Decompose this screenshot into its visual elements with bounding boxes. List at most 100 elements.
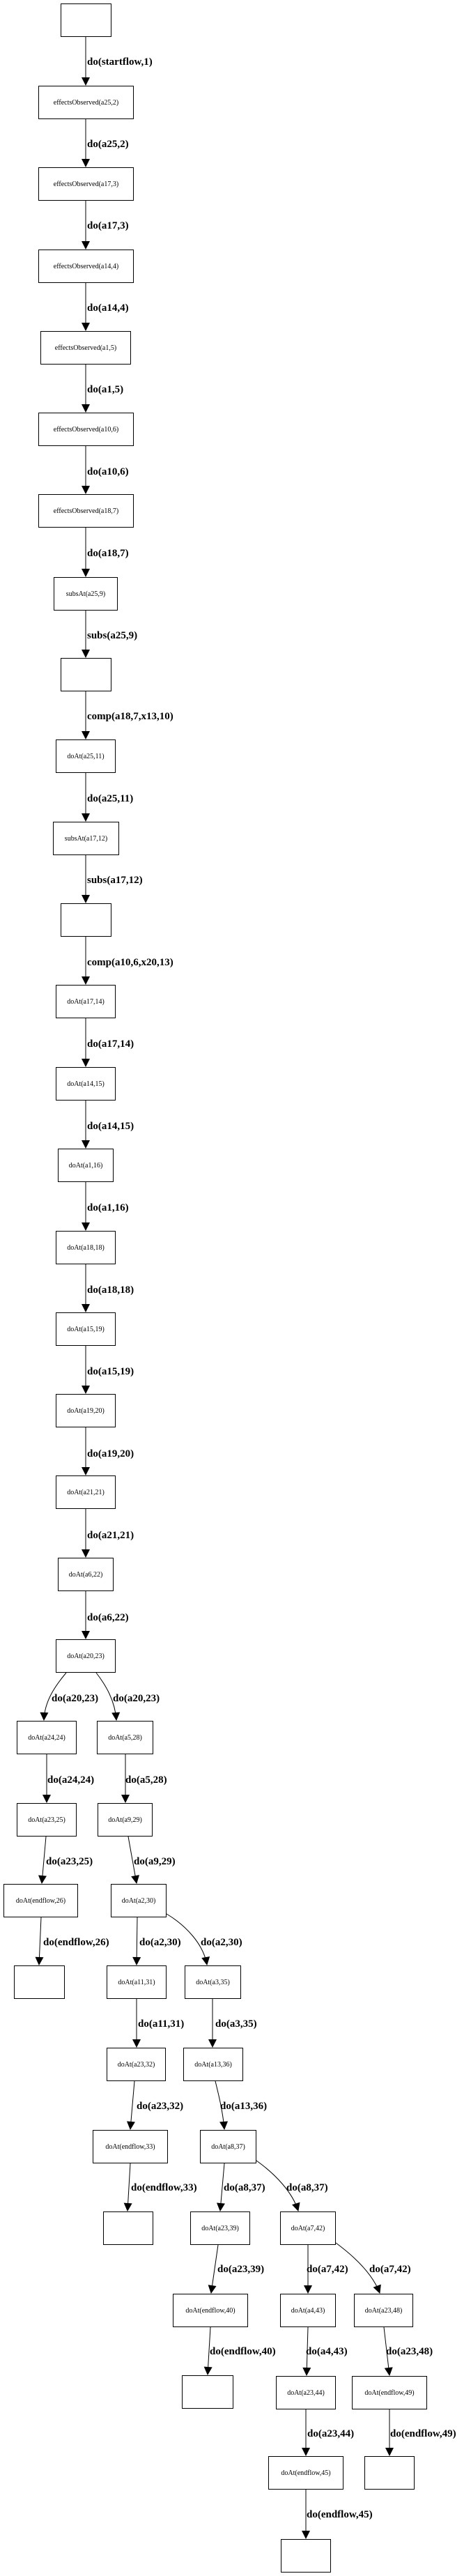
edge-label: do(a15,19) bbox=[87, 1366, 134, 1377]
state-node: subsAt(a17,12) bbox=[53, 822, 119, 855]
edge-label: do(startflow,1) bbox=[87, 56, 153, 68]
state-node: doAt(a7,42) bbox=[280, 2211, 336, 2245]
edge-line bbox=[126, 2080, 135, 2130]
state-node: doAt(a17,14) bbox=[56, 985, 116, 1018]
state-node: doAt(endflow,45) bbox=[268, 2456, 343, 2490]
state-node: effectsObserved(a17,3) bbox=[38, 167, 134, 201]
state-node: effectsObserved(a10,6) bbox=[38, 413, 134, 446]
state-node-empty bbox=[281, 2539, 331, 2573]
edge-label: do(a2,30) bbox=[201, 1937, 242, 1948]
edge-label: do(a8,37) bbox=[286, 2182, 328, 2193]
state-node: doAt(a21,21) bbox=[56, 1475, 116, 1509]
edge-label: do(a7,42) bbox=[307, 2264, 348, 2275]
state-node-empty bbox=[61, 903, 111, 937]
edge-label: do(a6,22) bbox=[87, 1612, 129, 1623]
state-node: doAt(a19,20) bbox=[56, 1394, 116, 1427]
state-node: doAt(a5,28) bbox=[97, 1721, 153, 1754]
edge-line bbox=[38, 1836, 47, 1884]
state-node: doAt(a23,39) bbox=[190, 2211, 250, 2245]
edge-line bbox=[302, 2326, 311, 2376]
edge-label: do(a19,20) bbox=[87, 1448, 134, 1459]
edge-label: do(a25,11) bbox=[87, 793, 134, 804]
edge-label: do(endflow,45) bbox=[307, 2509, 373, 2520]
edge-line bbox=[35, 1917, 44, 1965]
state-node: doAt(a23,44) bbox=[276, 2376, 336, 2409]
state-node: doAt(a25,11) bbox=[56, 739, 116, 773]
edge-line bbox=[40, 1672, 67, 1721]
edge-label: do(a2,30) bbox=[139, 1937, 181, 1948]
state-node: doAt(a23,25) bbox=[17, 1803, 77, 1837]
edge-line bbox=[256, 2160, 300, 2211]
edge-label: do(endflow,33) bbox=[131, 2182, 197, 2193]
edge-line bbox=[123, 2163, 132, 2211]
state-node: doAt(a2,30) bbox=[111, 1884, 167, 1917]
edge-label: do(endflow,40) bbox=[210, 2346, 276, 2357]
edge-label: do(a10,6) bbox=[87, 466, 129, 477]
state-node: doAt(a18,18) bbox=[56, 1231, 116, 1264]
state-node: doAt(a13,36) bbox=[183, 2048, 243, 2081]
edge-line bbox=[128, 1836, 139, 1884]
edge-label: do(a9,29) bbox=[134, 1856, 176, 1867]
edge-line bbox=[216, 2163, 225, 2211]
state-node: doAt(endflow,49) bbox=[352, 2376, 427, 2409]
state-node-empty bbox=[14, 1965, 65, 1999]
state-node: effectsObserved(a1,5) bbox=[40, 331, 131, 365]
edge-label: do(endflow,26) bbox=[43, 1937, 109, 1948]
state-node: doAt(a6,22) bbox=[58, 1558, 114, 1591]
edge-label: do(a4,43) bbox=[306, 2346, 348, 2357]
edge-label: do(a3,35) bbox=[215, 2018, 257, 2030]
edge-label: do(a5,28) bbox=[125, 1774, 167, 1786]
edge-line bbox=[383, 2326, 393, 2376]
edge-label: do(a17,3) bbox=[87, 220, 129, 231]
edge-line bbox=[166, 1913, 210, 1965]
state-node: doAt(a24,24) bbox=[17, 1721, 77, 1754]
edge-label: do(a21,21) bbox=[87, 1530, 134, 1541]
state-node: doAt(endflow,33) bbox=[93, 2130, 168, 2163]
state-node: doAt(a8,37) bbox=[200, 2130, 256, 2163]
edge-label: do(endflow,49) bbox=[390, 2428, 456, 2439]
edge-line bbox=[215, 2080, 229, 2130]
state-node-empty bbox=[182, 2375, 233, 2409]
edge-label: do(a20,23) bbox=[52, 1693, 99, 1704]
state-node: doAt(a15,19) bbox=[56, 1312, 116, 1346]
edge-line bbox=[95, 1672, 121, 1721]
state-node-empty bbox=[61, 658, 111, 691]
state-node-empty bbox=[364, 2456, 415, 2490]
edge-line bbox=[335, 2242, 381, 2294]
edge-label: do(a23,44) bbox=[307, 2428, 355, 2439]
edge-label: do(a23,39) bbox=[217, 2264, 265, 2275]
edge-label: comp(a10,6,x20,13) bbox=[87, 957, 173, 968]
edge-label: do(a14,4) bbox=[87, 302, 129, 314]
edge-label: do(a7,42) bbox=[369, 2264, 411, 2275]
edge-line bbox=[203, 2326, 213, 2375]
state-node: doAt(a1,16) bbox=[58, 1149, 114, 1182]
state-node: doAt(a23,48) bbox=[354, 2294, 413, 2327]
edge-label: subs(a25,9) bbox=[87, 630, 138, 641]
edge-line bbox=[208, 2244, 219, 2294]
state-node: doAt(a4,43) bbox=[280, 2294, 336, 2327]
edge-label: comp(a18,7,x13,10) bbox=[87, 711, 173, 722]
state-node: doAt(a20,23) bbox=[56, 1639, 116, 1673]
edge-label: do(a11,31) bbox=[138, 2018, 185, 2030]
state-node: doAt(a23,32) bbox=[107, 2048, 166, 2081]
edge-label: do(a1,16) bbox=[87, 1202, 129, 1213]
edge-label: do(a23,48) bbox=[386, 2346, 433, 2357]
edge-label: do(a14,15) bbox=[87, 1121, 134, 1132]
edge-label: do(a20,23) bbox=[113, 1693, 160, 1704]
edge-label: do(a23,25) bbox=[46, 1856, 93, 1867]
edge-label: do(a18,7) bbox=[87, 548, 129, 559]
state-node: doAt(a3,35) bbox=[185, 1965, 241, 1999]
edge-label: do(a25,2) bbox=[87, 139, 129, 150]
state-node: doAt(a9,29) bbox=[98, 1803, 153, 1837]
state-node: effectsObserved(a25,2) bbox=[38, 86, 134, 119]
state-node: doAt(a14,15) bbox=[56, 1067, 116, 1101]
state-node: doAt(endflow,40) bbox=[173, 2294, 248, 2327]
state-node-empty bbox=[103, 2211, 153, 2245]
edge-label: do(a1,5) bbox=[87, 384, 124, 395]
edge-label: do(a13,36) bbox=[220, 2101, 268, 2112]
state-node: effectsObserved(a18,7) bbox=[38, 494, 134, 528]
edge-label: do(a18,18) bbox=[87, 1285, 134, 1296]
edge-label: subs(a17,12) bbox=[87, 875, 143, 886]
